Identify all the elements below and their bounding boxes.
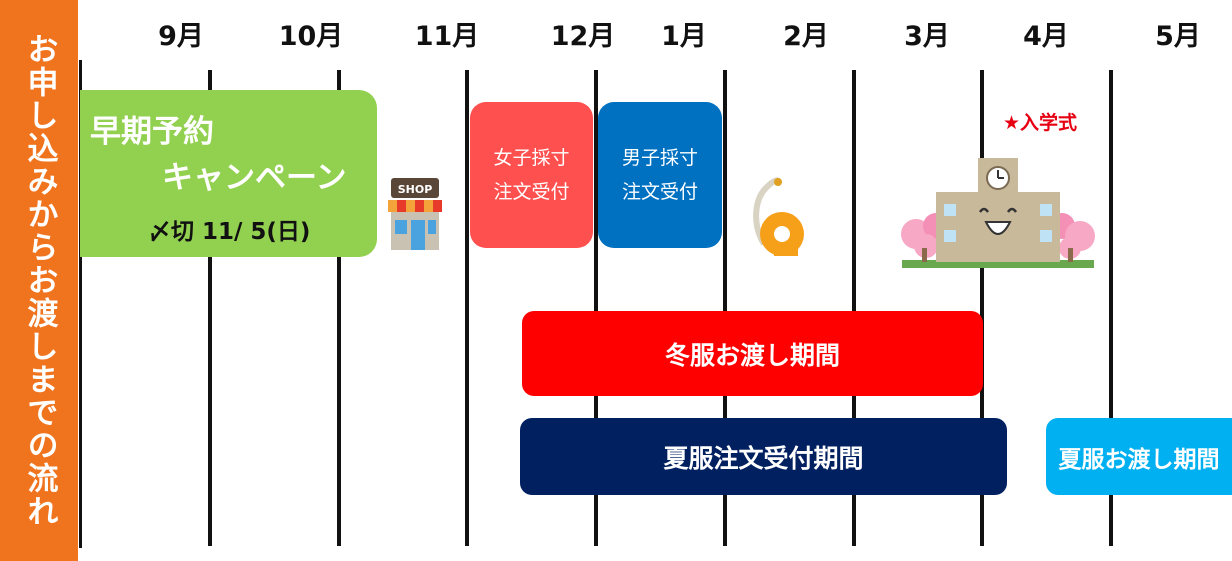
summer-delivery-label: 夏服お渡し期間 [1058, 446, 1220, 473]
girls-measurement-line1: 女子採寸 [493, 146, 570, 169]
timeline-axis-line [79, 60, 82, 548]
winter-delivery-label: 冬服お渡し期間 [664, 340, 840, 370]
month-label-sep: 9月 [158, 21, 204, 52]
boys-measurement-line2: 注文受付 [621, 181, 698, 203]
month-divider [852, 70, 856, 546]
school-building-icon [901, 158, 1095, 268]
month-divider [1109, 70, 1113, 546]
month-divider [723, 70, 727, 546]
campaign-title-line1: 早期予約 [90, 114, 214, 150]
summer-order-period-bar: 夏服注文受付期間 [520, 418, 1007, 495]
month-label-nov: 11月 [414, 21, 480, 52]
girls-measurement-line2: 注文受付 [493, 181, 570, 203]
boys-measurement-line1: 男子採寸 [621, 146, 698, 169]
early-reservation-campaign: 早期予約 キャンペーン 〆切 11/ 5(日) [80, 90, 377, 257]
boys-measurement-box: 男子採寸 注文受付 [598, 102, 722, 248]
month-divider [337, 70, 341, 546]
entrance-ceremony-label: ★入学式 [1003, 112, 1078, 134]
month-divider [208, 70, 212, 546]
month-divider [465, 70, 469, 546]
month-label-oct: 10月 [278, 21, 344, 52]
winter-delivery-period-bar: 冬服お渡し期間 [522, 311, 983, 396]
summer-delivery-period-bar: 夏服お渡し期間 [1046, 418, 1232, 495]
month-label-jan: 1月 [661, 21, 707, 52]
month-divider [594, 70, 598, 546]
sidebar: お申し込みからお渡しまでの流れ [0, 0, 78, 561]
month-label-apr: 4月 [1023, 21, 1069, 52]
shop-icon: SHOP [388, 178, 442, 250]
sidebar-title: お申し込みからお渡しまでの流れ [21, 33, 58, 528]
campaign-deadline: 〆切 11/ 5(日) [148, 219, 311, 245]
month-divider [980, 70, 984, 546]
girls-measurement-box: 女子採寸 注文受付 [470, 102, 593, 248]
tape-measure-icon [753, 177, 804, 256]
month-label-may: 5月 [1155, 21, 1201, 52]
summer-order-label: 夏服注文受付期間 [663, 443, 864, 473]
month-label-mar: 3月 [904, 21, 950, 52]
month-label-dec: 12月 [550, 21, 616, 52]
month-label-feb: 2月 [783, 21, 829, 52]
shop-sign-text: SHOP [398, 183, 433, 196]
campaign-title-line2: キャンペーン [162, 160, 347, 196]
